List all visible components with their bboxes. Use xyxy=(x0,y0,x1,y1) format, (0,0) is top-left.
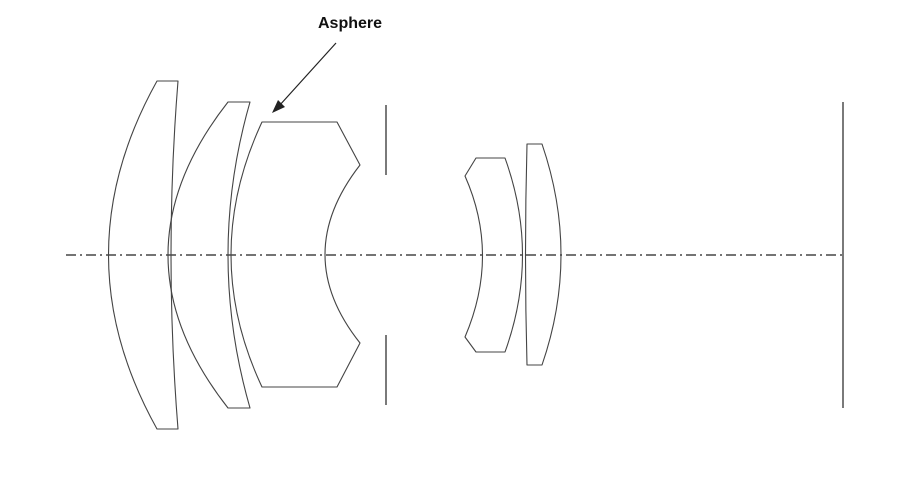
lens-element-5 xyxy=(524,143,562,366)
asphere-pointer-arrowhead xyxy=(272,100,285,113)
lens-element-4 xyxy=(464,157,523,353)
lens-element-1 xyxy=(107,80,179,430)
lens-element-3-asphere xyxy=(230,121,361,388)
asphere-pointer-line xyxy=(278,42,337,107)
asphere-label: Asphere xyxy=(317,15,383,32)
lens-element-2 xyxy=(167,101,251,409)
